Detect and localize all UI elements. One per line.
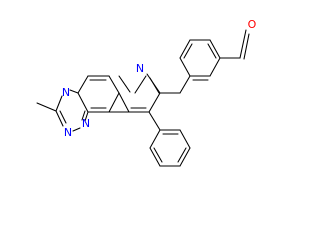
- bond-ar-6-1-inner: [183, 43, 193, 59]
- bond-c5-c6: [118, 92, 130, 113]
- bond-ar-1-close: [179, 57, 191, 77]
- bond-n-a-n-b: [72, 127, 81, 132]
- bond-ph-6-1: [149, 129, 161, 149]
- bond-n-fused-c9: [69, 89, 79, 94]
- bond-cmethyl-n-a-double: [59, 110, 67, 124]
- bond-c3-c4: [148, 92, 161, 113]
- bond-c8-c9: [77, 75, 89, 94]
- bond-ph-3-4: [179, 147, 191, 167]
- bond-n-fused-cmethyl: [55, 95, 63, 112]
- bond-methyl: [36, 102, 57, 112]
- aldehyde-oxygen-label: O: [248, 18, 257, 31]
- bonds-layer: [36, 29, 250, 167]
- structure-diagram-canvas: N N N N O: [36, 18, 257, 167]
- bond-ar-4-5-inner: [207, 43, 217, 59]
- bond-ph-5-6: [149, 147, 161, 167]
- bond-c4-phenyl: [148, 111, 161, 131]
- bond-cho-o-double: [243, 33, 250, 60]
- bond-ph-5-6-inner: [153, 147, 163, 163]
- bond-c9-c10: [77, 92, 89, 113]
- bond-c6-c7: [108, 75, 120, 94]
- pyridine-nitrogen-label: N: [136, 62, 144, 75]
- bond-c1-n-pyridine: [118, 75, 131, 93]
- bond-c11-c6: [108, 92, 120, 113]
- bond-cho-o: [239, 29, 247, 59]
- bond-ar-3-4: [209, 57, 221, 77]
- bond-ph-2-3: [179, 129, 191, 149]
- bond-c2-c3: [146, 73, 161, 94]
- triazole-nitrogen-a-label: N: [64, 126, 72, 139]
- bond-n-pyridine-c2: [134, 75, 147, 94]
- bond-n-b-c10-double: [81, 110, 86, 121]
- fused-triazole-nitrogen-label: N: [62, 86, 70, 99]
- atom-labels-layer: N N N N O: [62, 18, 257, 139]
- bond-ph-3-4-inner: [177, 147, 187, 163]
- bond-ar-1-2: [179, 75, 191, 94]
- bond-n-b-c10: [84, 111, 89, 122]
- bond-cmethyl-n-a: [55, 110, 64, 127]
- triazole-nitrogen-b-label: N: [82, 117, 90, 130]
- bond-ar-4-5: [209, 39, 221, 59]
- molecule-structure-svg: N N N N O: [36, 18, 257, 167]
- bond-ar-6-1: [179, 39, 191, 59]
